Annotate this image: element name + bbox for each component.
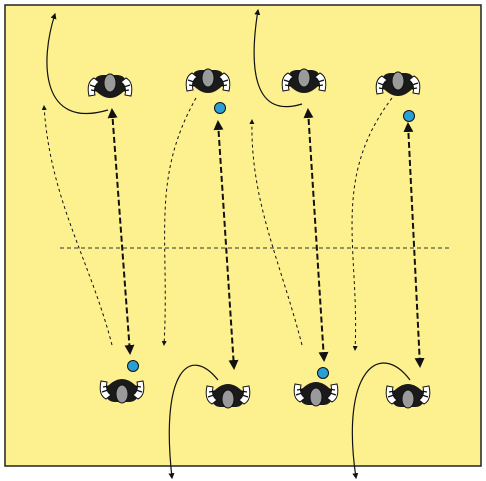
exit-run-4: [351, 362, 411, 480]
run-lines: [41, 97, 393, 351]
run-line-3: [249, 119, 303, 346]
pass-lines: [107, 108, 425, 370]
run-line-4: [351, 97, 393, 351]
exit-run-3: [168, 364, 219, 480]
exit-run-2: [253, 8, 303, 107]
balls: [127, 102, 415, 379]
run-line-2: [161, 97, 197, 346]
ball-icon: [317, 367, 329, 379]
run-line-1: [41, 105, 113, 346]
pass-line-3: [303, 108, 329, 362]
exit-run-1: [46, 12, 109, 114]
ball-icon: [403, 110, 415, 122]
ball-icon: [127, 360, 139, 372]
exit-runs: [46, 8, 411, 480]
pass-line-2: [213, 120, 239, 370]
pass-line-1: [107, 108, 135, 355]
pass-line-4: [403, 122, 425, 368]
ball-icon: [214, 102, 226, 114]
